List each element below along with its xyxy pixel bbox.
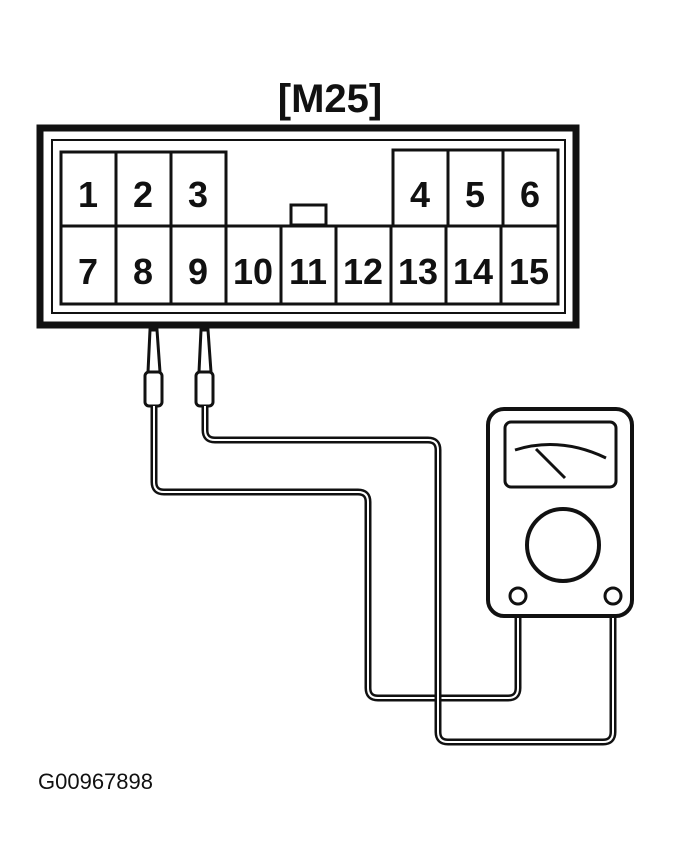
pin-7: 7 (59, 224, 118, 306)
meter-jack-negative (508, 586, 528, 606)
pin-14: 14 (444, 224, 503, 306)
pin-12-label: 12 (343, 251, 383, 292)
multimeter (486, 407, 634, 618)
pin-12: 12 (334, 224, 393, 306)
meter-jack-positive (603, 586, 623, 606)
lead-right-inner (204, 406, 614, 743)
right-probe (194, 328, 215, 408)
pin-1-label: 1 (78, 174, 98, 215)
lead-left-inner (153, 406, 519, 699)
meter-needle (534, 447, 567, 480)
pin-5-label: 5 (465, 174, 485, 215)
pin-1: 1 (59, 150, 118, 228)
pin-8: 8 (114, 224, 173, 306)
left-probe (143, 328, 164, 408)
pin-6: 6 (501, 148, 560, 228)
pin-2-label: 2 (133, 174, 153, 215)
pin-4-label: 4 (410, 174, 430, 215)
pin-9-label: 9 (188, 251, 208, 292)
pin-4: 4 (391, 148, 450, 228)
pin-3-label: 3 (188, 174, 208, 215)
pin-8-label: 8 (133, 251, 153, 292)
pin-3: 3 (169, 150, 228, 228)
pin-14-label: 14 (453, 251, 493, 292)
pin-15-label: 15 (509, 251, 549, 292)
pin-13-label: 13 (398, 251, 438, 292)
connector-label: [M25] (278, 77, 382, 121)
figure-code: G00967898 (38, 769, 153, 794)
pin-2: 2 (114, 150, 173, 228)
pin-5: 5 (446, 148, 505, 228)
pin-9: 9 (169, 224, 228, 306)
meter-display (503, 420, 618, 489)
meter-dial (525, 507, 601, 583)
pin-11-label: 11 (289, 251, 327, 292)
pin-10-label: 10 (233, 251, 273, 292)
pin-11: 11 (279, 224, 338, 306)
pin-6-label: 6 (520, 174, 540, 215)
lead-left-outer (150, 406, 522, 702)
test-leads (150, 406, 617, 746)
pin-15: 15 (499, 224, 560, 306)
pin-10: 10 (224, 224, 283, 306)
pin-13: 13 (389, 224, 448, 306)
bottom-row-pins: 7 8 9 10 11 12 13 14 (59, 224, 560, 306)
pin-7-label: 7 (78, 251, 98, 292)
